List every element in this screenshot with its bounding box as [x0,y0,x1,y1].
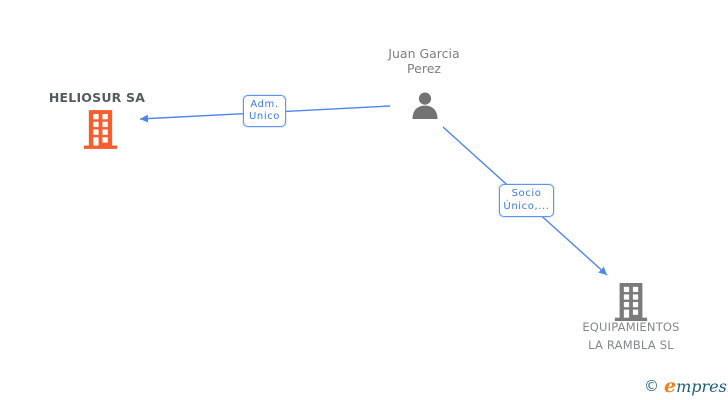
empresia-logo[interactable]: © empresia [644,374,728,398]
person-name-line2: Perez [407,61,441,76]
edge-label-adm-line1: Adm. [250,98,279,110]
company-name-equipamientos[interactable]: EQUIPAMIENTOS LA RAMBLA SL [569,318,693,354]
company-name-heliosur[interactable]: HELIOSUR SA [48,90,146,105]
edge-label-adm-unico: Adm. Unico [243,95,286,127]
person-name[interactable]: Juan Garcia Perez [363,46,485,76]
company-name-equipamientos-line2: LA RAMBLA SL [588,338,674,352]
person-icon[interactable] [411,92,439,119]
empresia-wordmark: empresia [664,375,728,397]
empresia-wordmark-initial: e [664,375,677,397]
building-icon-heliosur[interactable] [84,110,117,149]
edge-label-adm-line2: Unico [248,111,281,122]
edge-label-socio-line2: Único,... [503,200,550,212]
copyright-icon: © [644,377,659,395]
empresia-wordmark-rest: mpresia [676,377,728,396]
edge-label-socio-unico: Socio Único,... [499,184,554,217]
company-name-equipamientos-line1: EQUIPAMIENTOS [582,320,680,334]
building-icon-equipamientos[interactable] [613,283,649,321]
person-name-line1: Juan Garcia [388,46,460,61]
edge-label-socio-line1: Socio [511,188,542,199]
